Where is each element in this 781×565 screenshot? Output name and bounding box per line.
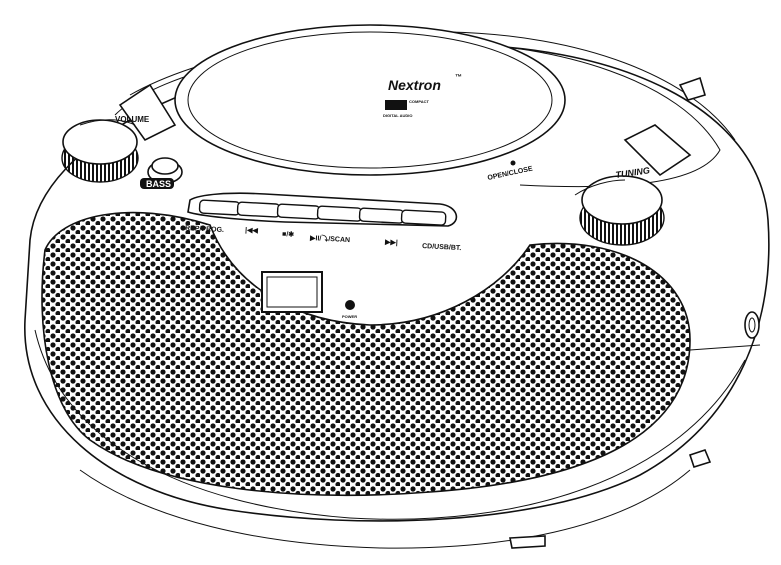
lid-hinge-left — [118, 83, 177, 142]
speaker-grille-icon — [41, 211, 691, 497]
side-jack — [744, 311, 760, 339]
power-label: POWER — [342, 314, 357, 319]
open-close-button[interactable] — [510, 160, 516, 166]
prev-label: |◀◀ — [245, 227, 259, 235]
prev-button[interactable] — [236, 201, 281, 218]
next-label: ▶▶| — [384, 239, 398, 247]
play-button[interactable] — [316, 205, 363, 222]
volume-knob-icon[interactable] — [61, 119, 139, 183]
bass-button[interactable] — [147, 157, 183, 184]
play-label: ▶II/⤵/SCAN — [309, 233, 350, 244]
power-led-icon[interactable] — [345, 300, 355, 310]
svg-text:COMPACT: COMPACT — [409, 99, 429, 104]
lid-hinge-right — [623, 124, 692, 177]
brand-trademark: ™ — [455, 74, 462, 81]
tuning-knob-icon[interactable] — [579, 175, 665, 246]
volume-label: VOLUME — [115, 115, 150, 124]
rep-prog-button[interactable] — [198, 199, 241, 216]
bass-label: BASS — [140, 178, 174, 189]
tuning-label: TUNING — [615, 165, 651, 180]
mode-label: CD/USB/BT. — [422, 243, 462, 252]
stop-button[interactable] — [276, 203, 321, 220]
brand-name: Nextron — [388, 77, 441, 93]
svg-text:DIGITAL AUDIO: DIGITAL AUDIO — [383, 113, 412, 118]
compact-disc-logo: COMPACT DIGITAL AUDIO — [383, 99, 429, 118]
lcd-display — [261, 271, 323, 313]
mode-button[interactable] — [400, 209, 447, 226]
svg-text:BASS: BASS — [146, 179, 171, 189]
cd-lid[interactable] — [174, 24, 566, 176]
next-button[interactable] — [358, 207, 405, 224]
stop-label: ■/✱ — [282, 230, 295, 239]
